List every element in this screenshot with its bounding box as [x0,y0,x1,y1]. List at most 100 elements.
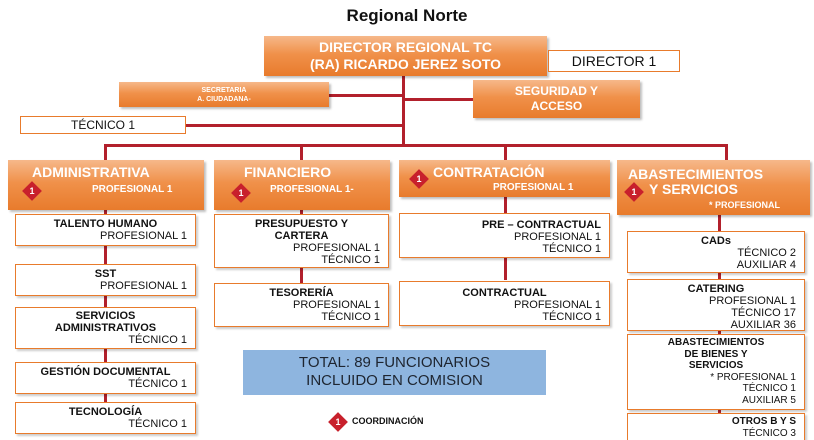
secretaria-line2: A. CIUDADANA- [197,96,251,103]
unit-name-line1: PRESUPUESTO Y [254,218,349,230]
badge-number: 1 [631,187,637,197]
unit-name: SST [94,268,117,280]
director-box[interactable]: DIRECTOR REGIONAL TC (RA) RICARDO JEREZ … [264,36,547,76]
seguridad-line1: SEGURIDAD Y [514,84,599,98]
seguridad-box[interactable]: SEGURIDAD Y ACCESO [473,80,640,118]
unit-sst[interactable]: SST PROFESIONAL 1 [15,264,196,296]
unit-role: PROFESIONAL 1 [513,299,601,311]
unit-role: PROFESIONAL 1 [292,242,380,254]
director-count: DIRECTOR 1 [548,50,680,72]
unit-name: TECNOLOGÍA [68,406,143,418]
unit-role: TÉCNICO 2 [737,247,796,259]
unit-role: TÉCNICO 1 [542,311,601,323]
connector-tecnico [186,124,402,127]
unit-name-line3: SERVICIOS [688,360,744,371]
unit-name-line2: ADMINISTRATIVOS [54,322,157,334]
unit-name-line2: CARTERA [274,230,329,242]
connector-abast-drop [725,144,728,160]
dept-name-line2: Y SERVICIOS [649,181,738,197]
badge-number: 1 [416,174,422,184]
unit-talento-humano[interactable]: TALENTO HUMANO PROFESIONAL 1 [15,214,196,246]
unit-tecnologia[interactable]: TECNOLOGÍA TÉCNICO 1 [15,402,196,434]
unit-role: PROFESIONAL 1 [708,295,796,307]
coordination-badge-icon: 1 [409,169,429,189]
unit-catering[interactable]: CATERING PROFESIONAL 1 TÉCNICO 17 AUXILI… [627,279,805,331]
dept-name: FINANCIERO [244,164,332,180]
unit-name: CONTRACTUAL [462,287,547,299]
connector-fin-drop [300,144,303,160]
total-line2: INCLUIDO EN COMISION [306,372,483,389]
unit-role: PROFESIONAL 1 [513,231,601,243]
dept-financiero[interactable]: FINANCIERO 1 PROFESIONAL 1- [214,160,390,210]
connector-seguridad [405,98,473,101]
dept-sub: PROFESIONAL 1- [270,184,354,195]
dept-administrativa[interactable]: ADMINISTRATIVA 1 PROFESIONAL 1 [8,160,204,210]
tecnico-director-box[interactable]: TÉCNICO 1 [20,116,186,134]
total-line1: TOTAL: 89 FUNCIONARIOS [298,354,491,371]
unit-role: * PROFESIONAL 1 [710,371,796,383]
dept-sub: PROFESIONAL 1 [92,184,173,195]
unit-role: TÉCNICO 1 [128,334,187,346]
dept-contratacion[interactable]: 1 CONTRATACIÓN PROFESIONAL 1 [399,160,610,197]
unit-role: AUXILIAR 4 [736,259,796,271]
director-line2: (RA) RICARDO JEREZ SOTO [309,56,502,72]
unit-name-line1: SERVICIOS [75,310,136,322]
unit-name: PRE – CONTRACTUAL [481,219,601,231]
unit-role: TÉCNICO 1 [542,243,601,255]
legend-badge-number: 1 [335,417,341,427]
dept-sub: PROFESIONAL 1 [493,182,574,193]
connector-admin-drop [104,144,107,160]
unit-contractual[interactable]: CONTRACTUAL PROFESIONAL 1 TÉCNICO 1 [399,281,610,326]
director-line1: DIRECTOR REGIONAL TC [319,39,492,55]
unit-role: PROFESIONAL 1 [99,230,187,242]
unit-role: TÉCNICO 1 [128,418,187,430]
unit-cads[interactable]: CADs TÉCNICO 2 AUXILIAR 4 [627,231,805,273]
secretaria-box[interactable]: SECRETARIA A. CIUDADANA- [119,82,329,107]
connector-director-down [402,76,405,144]
unit-presupuesto-cartera[interactable]: PRESUPUESTO Y CARTERA PROFESIONAL 1 TÉCN… [214,214,389,268]
dept-name: CONTRATACIÓN [433,164,545,180]
connector-horizontal-main [104,144,728,147]
unit-name: TESORERÍA [269,287,334,299]
unit-tesoreria[interactable]: TESORERÍA PROFESIONAL 1 TÉCNICO 1 [214,283,389,327]
badge-number: 1 [238,188,244,198]
coordination-badge-icon: 1 [624,182,644,202]
coordination-legend-icon: 1 [328,412,348,432]
legend-label: COORDINACIÓN [352,416,424,426]
seguridad-line2: ACCESO [530,99,583,113]
unit-pre-contractual[interactable]: PRE – CONTRACTUAL PROFESIONAL 1 TÉCNICO … [399,213,610,258]
unit-name: GESTIÓN DOCUMENTAL [40,366,171,378]
unit-name: CADs [701,235,731,247]
chart-title: Regional Norte [346,6,468,25]
badge-number: 1 [29,186,35,196]
connector-secretaria [329,94,402,97]
unit-role: PROFESIONAL 1 [292,299,380,311]
coordination-badge-icon: 1 [22,181,42,201]
unit-role: TÉCNICO 3 [742,427,796,439]
unit-name: TALENTO HUMANO [53,218,158,230]
unit-role: PROFESIONAL 1 [99,280,187,292]
unit-otros-bys[interactable]: OTROS B Y S TÉCNICO 3 [627,413,805,440]
unit-role: AUXILIAR 5 [742,394,796,406]
unit-role: AUXILIAR 36 [730,319,796,331]
unit-abastecimientos-bienes[interactable]: ABASTECIMIENTOS DE BIENES Y SERVICIOS * … [627,334,805,410]
unit-role: TÉCNICO 1 [321,311,380,323]
unit-role: TÉCNICO 1 [128,378,187,390]
coordination-badge-icon: 1 [231,183,251,203]
unit-name: OTROS B Y S [731,416,796,427]
dept-name: ADMINISTRATIVA [32,164,150,180]
unit-servicios-administrativos[interactable]: SERVICIOS ADMINISTRATIVOS TÉCNICO 1 [15,307,196,349]
unit-role: TÉCNICO 1 [742,383,796,394]
secretaria-line1: SECRETARIA [201,87,247,94]
unit-name-line2: DE BIENES Y [684,348,748,360]
unit-name: CATERING [687,283,745,295]
unit-role: TÉCNICO 1 [321,254,380,266]
dept-name-line1: ABASTECIMIENTOS [628,166,764,182]
total-box: TOTAL: 89 FUNCIONARIOS INCLUIDO EN COMIS… [243,350,546,395]
connector-contr-drop [504,144,507,160]
unit-name-line1: ABASTECIMIENTOS [667,337,765,348]
unit-role: TÉCNICO 17 [731,307,796,319]
dept-sub: * PROFESIONAL [709,200,781,210]
unit-gestion-documental[interactable]: GESTIÓN DOCUMENTAL TÉCNICO 1 [15,362,196,394]
dept-abastecimientos[interactable]: ABASTECIMIENTOS 1 Y SERVICIOS * PROFESIO… [617,160,810,215]
